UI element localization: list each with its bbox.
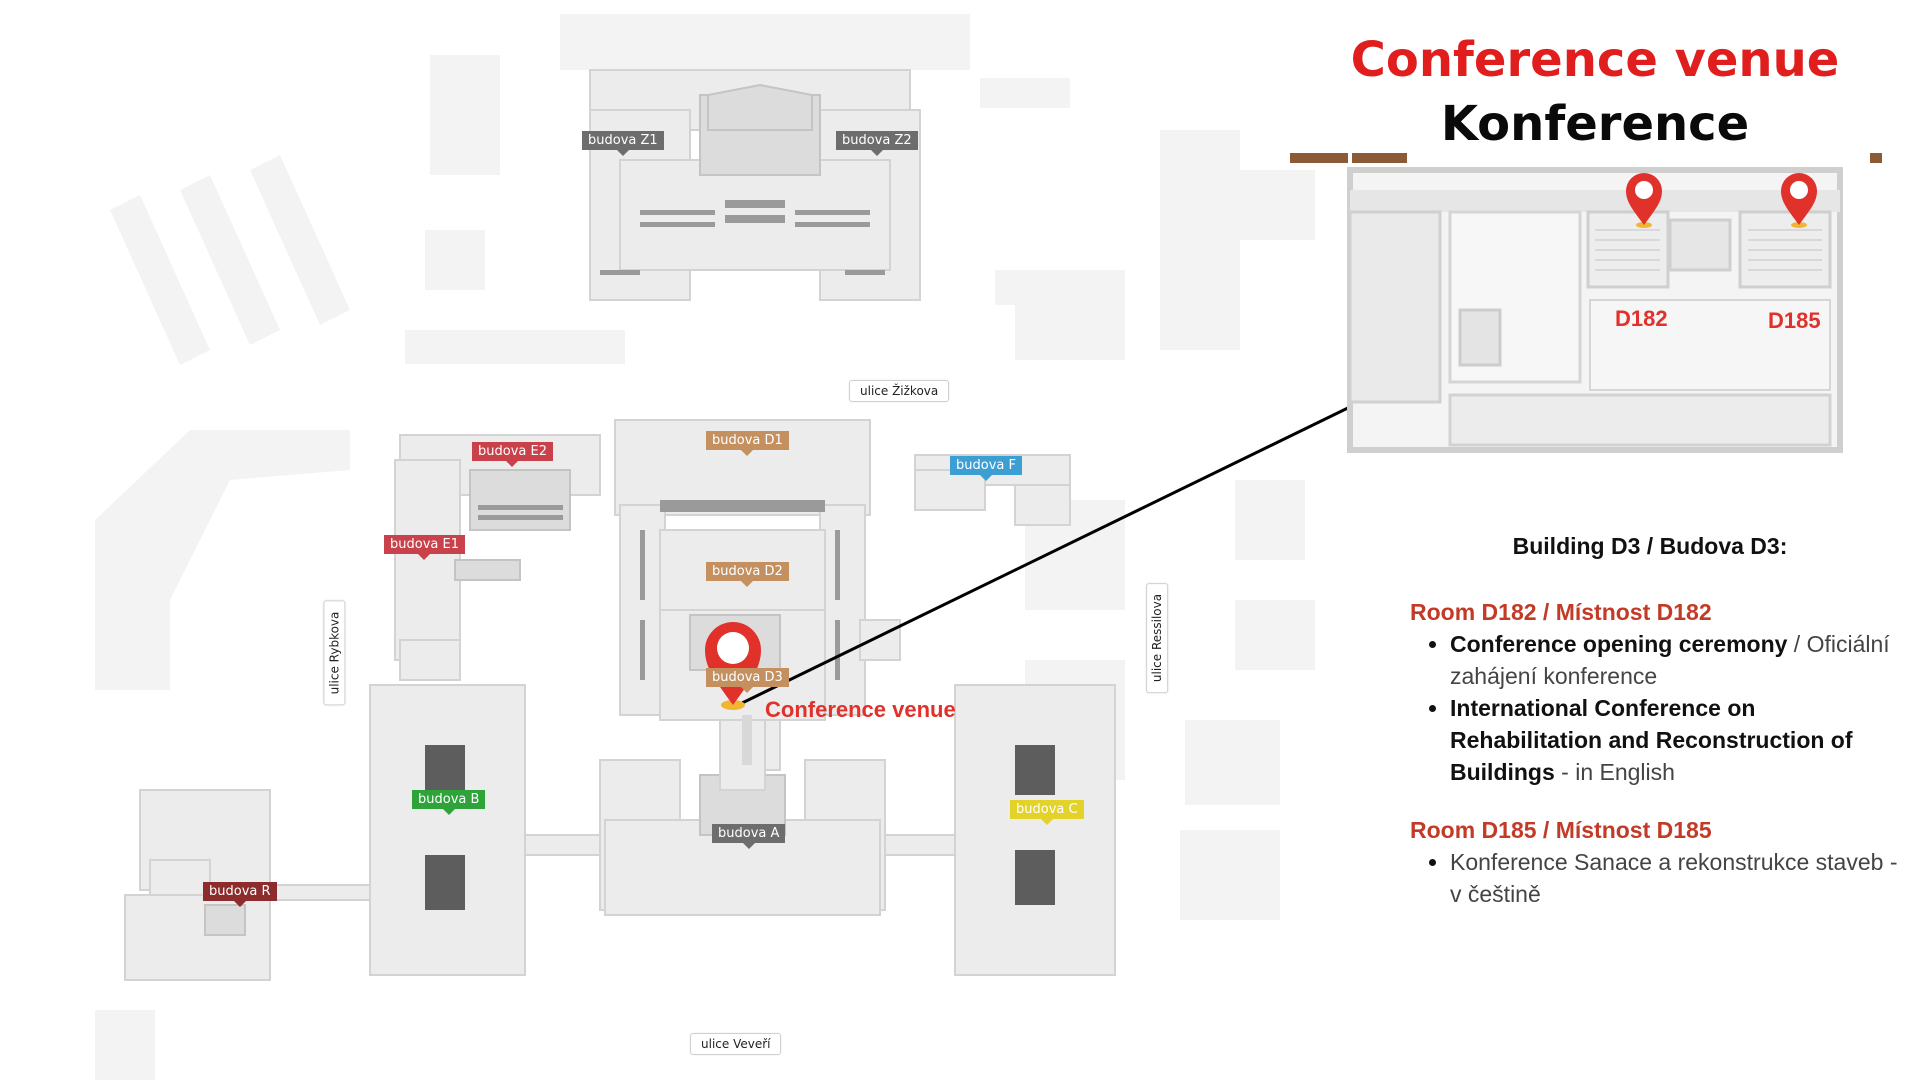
tag-budova-f[interactable]: budova F	[950, 456, 1022, 481]
tag-budova-b[interactable]: budova B	[412, 790, 486, 815]
room-d182-list: Conference opening ceremony / Oficiální …	[1410, 628, 1910, 788]
title-conference-venue: Conference venue	[1350, 32, 1840, 88]
floorplan-label-d182: D182	[1615, 306, 1668, 331]
tag-budova-e2[interactable]: budova E2	[472, 442, 553, 467]
walkway	[742, 715, 752, 765]
tag-budova-c[interactable]: budova C	[1010, 800, 1084, 825]
tag-budova-z1[interactable]: budova Z1	[582, 131, 664, 156]
street-label-veveri: ulice Veveří	[690, 1033, 782, 1055]
background-buildings	[95, 14, 1315, 1080]
floorplan-label-d185: D185	[1768, 308, 1821, 333]
building-c	[954, 684, 1116, 976]
list-item: Konference Sanace a rekonstrukce staveb …	[1450, 846, 1910, 910]
street-label-rybkova: ulice Rybkova	[323, 600, 346, 706]
tag-budova-e1[interactable]: budova E1	[384, 535, 465, 560]
building-heading: Building D3 / Budova D3:	[1512, 533, 1788, 559]
floorplan-d3	[1290, 153, 1882, 453]
building-e-complex	[394, 434, 601, 681]
room-d182-title: Room D182 / Místnost D182	[1410, 599, 1712, 625]
room-d185-list: Konference Sanace a rekonstrukce staveb …	[1410, 846, 1910, 910]
tag-budova-d1[interactable]: budova D1	[706, 431, 789, 456]
pin-icon-d182	[1626, 173, 1662, 228]
room-d185-title: Room D185 / Místnost D185	[1410, 817, 1712, 843]
building-r	[124, 789, 371, 981]
title-konference: Konference	[1440, 96, 1750, 152]
tag-budova-z2[interactable]: budova Z2	[836, 131, 918, 156]
venue-info-panel: Building D3 / Budova D3: Room D182 / Mís…	[1410, 530, 1910, 910]
list-item: Conference opening ceremony / Oficiální …	[1450, 628, 1910, 692]
map-venue-label: Conference venue	[765, 697, 956, 722]
tag-budova-d3[interactable]: budova D3	[706, 668, 789, 693]
tag-budova-r[interactable]: budova R	[203, 882, 277, 907]
tag-budova-d2[interactable]: budova D2	[706, 562, 789, 587]
pin-icon-d185	[1781, 173, 1817, 228]
list-item: International Conference on Rehabilitati…	[1450, 692, 1910, 788]
building-z-complex	[589, 69, 921, 301]
street-label-ressilova: ulice Ressilova	[1146, 582, 1169, 694]
street-label-zizkova: ulice Žižkova	[849, 380, 950, 402]
tag-budova-a[interactable]: budova A	[712, 824, 786, 849]
building-b	[369, 684, 606, 976]
